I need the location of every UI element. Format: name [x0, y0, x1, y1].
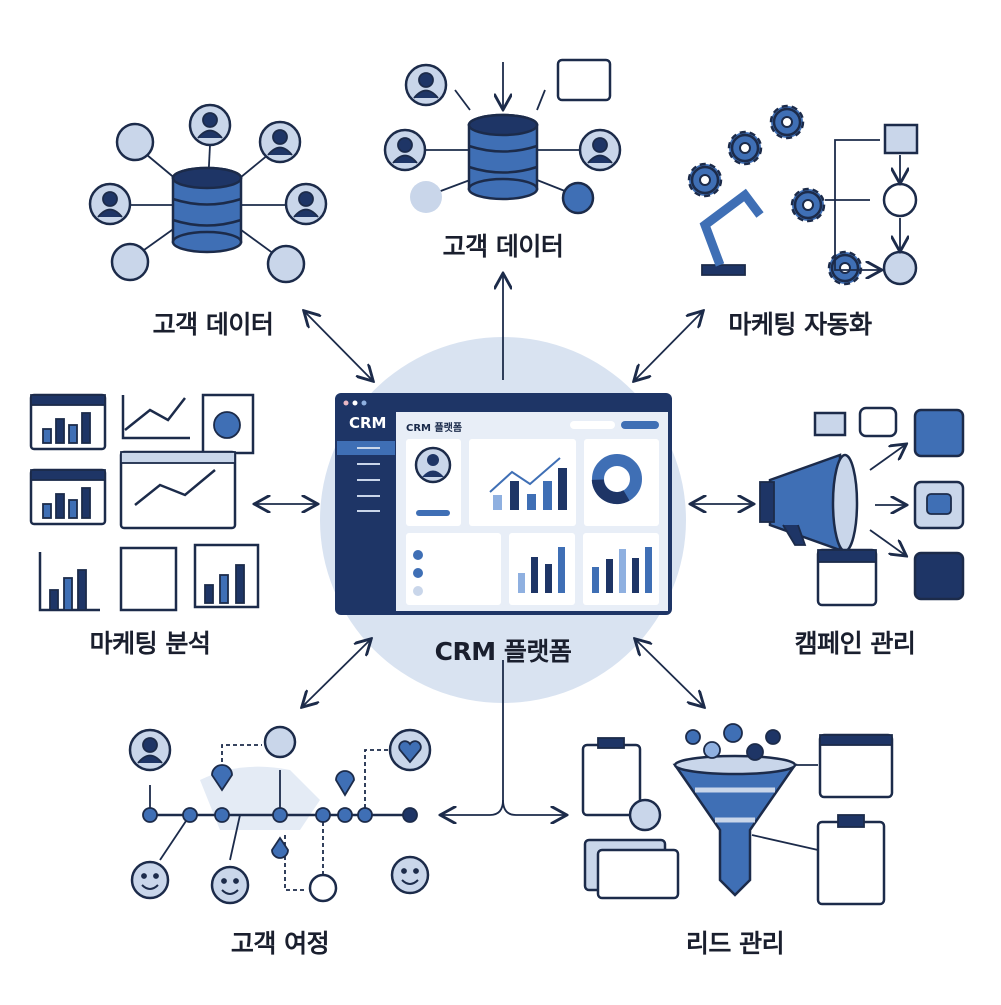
customer-data-left-icons: [88, 103, 328, 284]
crm-header-title: CRM 플랫폼: [406, 423, 463, 434]
customer-data-top-icons: [383, 58, 622, 215]
label-customer-journey: 고객 여정: [230, 929, 330, 958]
label-lead-management: 리드 관리: [685, 929, 785, 958]
connector-arrows: [256, 275, 752, 815]
lead-management-icons: [581, 723, 894, 906]
label-campaign-management: 캠페인 관리: [794, 629, 916, 658]
customer-journey-icons: [128, 725, 432, 905]
label-marketing-analytics: 마케팅 분석: [89, 629, 211, 658]
crm-sidebar-title: CRM: [349, 414, 387, 432]
crm-window: [335, 393, 672, 615]
label-customer-data-top: 고객 데이터: [442, 232, 564, 261]
label-customer-data-left: 고객 데이터: [152, 310, 274, 339]
label-marketing-automation: 마케팅 자동화: [728, 310, 872, 339]
campaign-management-icons: [759, 406, 965, 607]
marketing-automation-icons: [687, 104, 919, 284]
marketing-analytics-icons: [29, 393, 260, 612]
label-crm-platform: CRM 플랫폼: [434, 637, 572, 666]
